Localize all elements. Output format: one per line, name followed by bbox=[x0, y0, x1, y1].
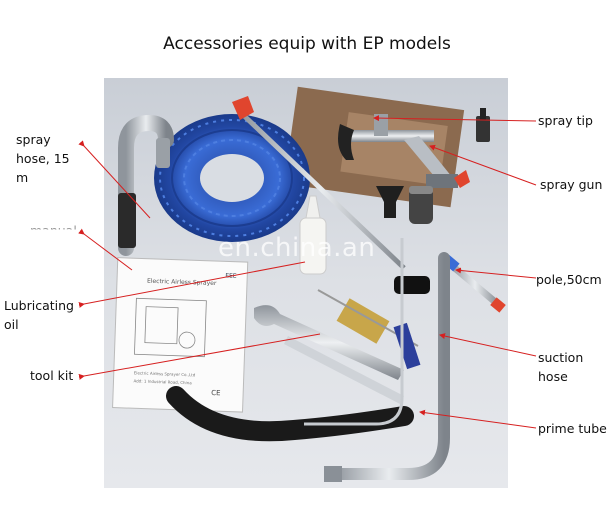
label-pole: pole,50cm bbox=[536, 272, 602, 287]
suction-hose bbox=[166, 386, 414, 442]
label-suction-line2: hose bbox=[538, 369, 568, 384]
label-prime-tube: prime tube bbox=[538, 421, 607, 436]
manual-logo: EEE bbox=[225, 272, 237, 279]
label-spray-hose-line1: spray bbox=[16, 132, 51, 147]
label-lubricating-line1: Lubricating bbox=[4, 298, 74, 313]
label-suction-hose: suction hose bbox=[538, 348, 583, 386]
label-tool-kit: tool kit bbox=[30, 368, 74, 383]
manual-ce-mark: CE bbox=[211, 389, 221, 397]
manual-footer-2: Add: 1 Industrial Road, China bbox=[133, 378, 192, 385]
hose-fitting-left bbox=[118, 114, 174, 256]
accessories-photo: Electric Airless Sprayer EEE Electric Ai… bbox=[104, 78, 508, 488]
label-spray-hose-line3: m bbox=[16, 170, 29, 185]
suction-filter bbox=[376, 186, 404, 218]
label-spray-hose: spray hose, 15 m bbox=[16, 130, 70, 187]
label-spray-gun: spray gun bbox=[540, 177, 603, 192]
label-lubricating-oil: Lubricating oil bbox=[4, 296, 74, 334]
page-title: Accessories equip with EP models bbox=[163, 34, 451, 54]
label-manual: manual bbox=[30, 223, 77, 238]
label-lubricating-line2: oil bbox=[4, 317, 19, 332]
spray-tip-guard bbox=[232, 96, 254, 120]
spray-tip bbox=[476, 108, 490, 142]
extension-rod bbox=[236, 108, 406, 270]
prime-tube bbox=[328, 252, 450, 480]
label-spray-tip: spray tip bbox=[538, 113, 593, 128]
label-suction-line1: suction bbox=[538, 350, 584, 365]
lubricating-oil-bottle bbox=[299, 195, 327, 275]
label-spray-hose-line2: hose, 15 bbox=[16, 151, 70, 166]
watermark-text: en.china.an bbox=[218, 233, 376, 263]
